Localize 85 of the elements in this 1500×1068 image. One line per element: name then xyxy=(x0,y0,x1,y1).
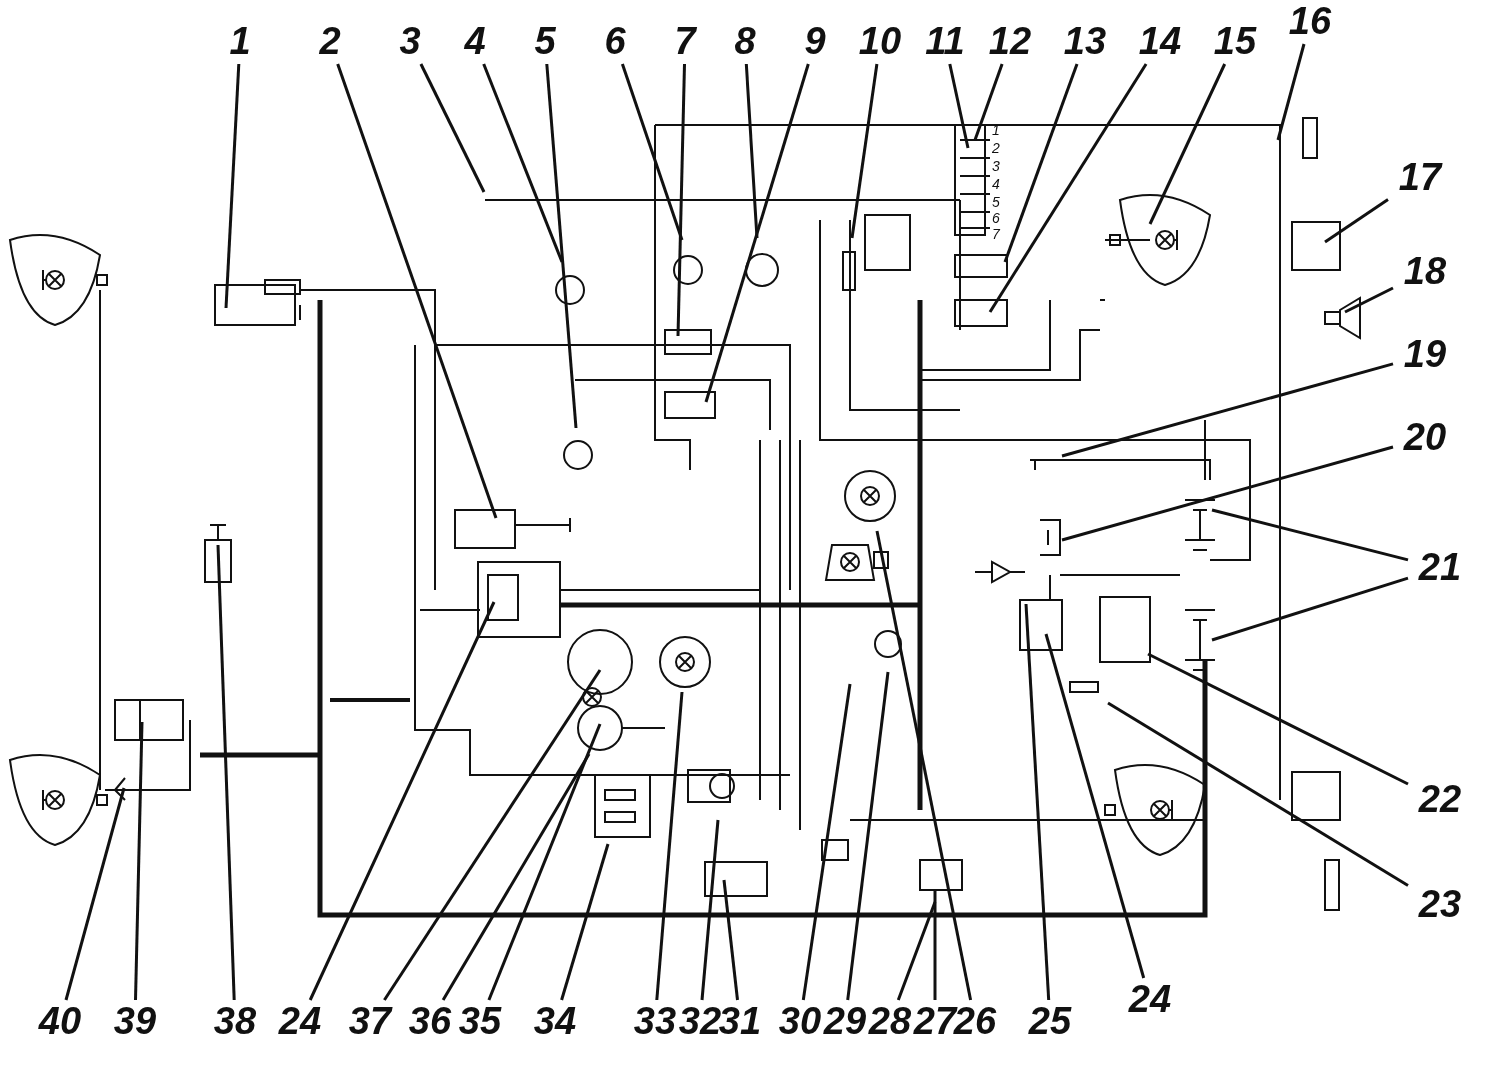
callout-number: 28 xyxy=(868,1001,912,1041)
callout-number: 6 xyxy=(604,21,626,61)
leader-line xyxy=(1107,701,1409,887)
leader-line xyxy=(948,63,970,149)
terminal-number: 7 xyxy=(992,227,1000,241)
callout-number: 21 xyxy=(1418,547,1462,587)
terminal-number: 4 xyxy=(992,177,1000,191)
callout-number: 20 xyxy=(1403,417,1447,457)
callout-number: 24 xyxy=(1128,979,1172,1019)
leader-line xyxy=(722,879,739,1001)
leader-line xyxy=(1003,63,1079,263)
leader-line xyxy=(1061,445,1394,542)
leader-line xyxy=(1211,576,1409,642)
callout-number: 9 xyxy=(804,21,826,61)
callout-number: 4 xyxy=(464,21,486,61)
leader-line xyxy=(224,63,241,309)
callout-number: 1 xyxy=(229,21,251,61)
callout-number: 12 xyxy=(988,21,1032,61)
leader-line xyxy=(850,63,879,239)
leader-line xyxy=(1211,508,1409,562)
leader-line xyxy=(560,843,610,1001)
callout-number: 10 xyxy=(858,21,902,61)
callout-number: 17 xyxy=(1398,157,1442,197)
callout-number: 11 xyxy=(925,21,965,61)
callout-number: 33 xyxy=(633,1001,677,1041)
leader-line xyxy=(1044,633,1146,979)
leader-line xyxy=(676,63,686,337)
callout-number: 8 xyxy=(734,21,756,61)
leader-line xyxy=(336,63,498,519)
leader-line xyxy=(1147,652,1409,786)
callout-number: 19 xyxy=(1403,334,1447,374)
callout-number: 2 xyxy=(319,21,341,61)
callout-number: 7 xyxy=(674,21,696,61)
callout-number: 3 xyxy=(399,21,421,61)
callout-number: 18 xyxy=(1403,251,1447,291)
leader-line xyxy=(655,691,684,1001)
leader-line xyxy=(1061,362,1394,458)
callout-number: 37 xyxy=(348,1001,392,1041)
leader-line xyxy=(1324,198,1389,244)
leader-line xyxy=(875,530,973,1001)
callout-number: 40 xyxy=(38,1001,82,1041)
callout-number: 38 xyxy=(213,1001,257,1041)
leader-line xyxy=(988,63,1148,313)
leader-line xyxy=(419,63,486,193)
leader-line xyxy=(846,671,890,1001)
leader-line xyxy=(383,669,602,1001)
leader-line xyxy=(441,753,591,1001)
leader-line xyxy=(134,721,144,1001)
leader-line xyxy=(482,63,564,263)
callout-number: 13 xyxy=(1063,21,1107,61)
leader-line xyxy=(700,819,720,1001)
terminal-number: 6 xyxy=(992,211,1000,225)
leader-line xyxy=(487,723,602,1001)
callout-number: 14 xyxy=(1138,21,1182,61)
leader-line xyxy=(973,63,1004,141)
leader-line xyxy=(308,601,496,1001)
callout-number: 23 xyxy=(1418,884,1462,924)
leader-line xyxy=(216,544,236,1001)
callout-number: 35 xyxy=(458,1001,502,1041)
leader-line xyxy=(933,890,937,1000)
leader-line xyxy=(545,63,578,429)
callout-number: 22 xyxy=(1418,779,1462,819)
leader-line xyxy=(744,63,759,239)
callout-number: 15 xyxy=(1213,21,1257,61)
callout-number: 5 xyxy=(534,21,556,61)
callout-number: 34 xyxy=(533,1001,577,1041)
leader-line xyxy=(704,63,810,403)
leader-line xyxy=(620,63,684,241)
leader-line xyxy=(1276,43,1306,141)
leader-line xyxy=(1344,286,1394,314)
leader-line xyxy=(801,683,852,1001)
terminal-number: 3 xyxy=(992,159,1000,173)
callout-number: 25 xyxy=(1028,1001,1072,1041)
callout-number: 39 xyxy=(113,1001,157,1041)
leader-line xyxy=(64,787,126,1001)
callout-number: 30 xyxy=(778,1001,822,1041)
leader-line xyxy=(896,901,937,1001)
callout-number: 16 xyxy=(1288,1,1332,41)
terminal-number: 5 xyxy=(992,195,1000,209)
leader-line xyxy=(1148,63,1227,225)
leader-line xyxy=(1024,603,1051,1001)
callout-number: 24 xyxy=(278,1001,322,1041)
callout-number: 36 xyxy=(408,1001,452,1041)
terminal-number: 2 xyxy=(992,141,1000,155)
callout-number: 29 xyxy=(823,1001,867,1041)
